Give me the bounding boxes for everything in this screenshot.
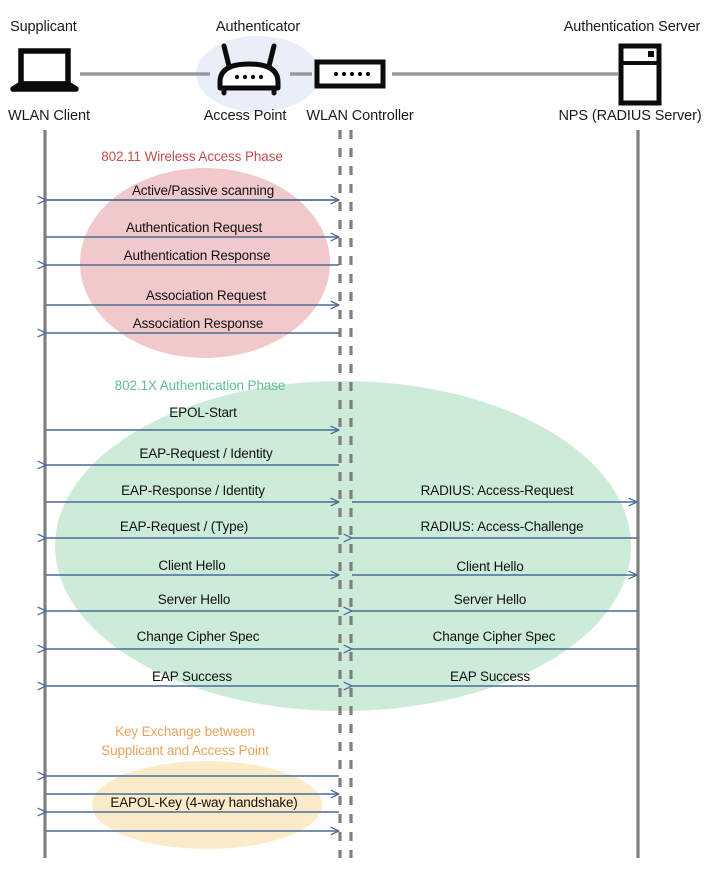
msg-label-radius-access-request: RADIUS: Access-Request [420, 483, 574, 498]
phase-label-wireless-access: 802.11 Wireless Access Phase [101, 149, 283, 164]
msg-label-radius-access-challenge: RADIUS: Access-Challenge [420, 519, 584, 534]
actor-role-supplicant: Supplicant [10, 19, 77, 35]
phase-label-dot1x-authentication: 802.1X Authentication Phase [114, 378, 286, 393]
phase-label-key-exchange-line2: Supplicant and Access Point [101, 743, 269, 758]
actor-device-wlan-client: WLAN Client [8, 108, 90, 124]
actor-role-authentication-server: Authentication Server [563, 19, 701, 35]
actor-device-access-point: Access Point [203, 108, 287, 124]
phase-ellipse-key-exchange [92, 761, 322, 849]
msg-label-client-hello-right: Client Hello [456, 559, 524, 574]
msg-label-change-cipher-spec-left: Change Cipher Spec [136, 629, 260, 644]
msg-label-authentication-request: Authentication Request [125, 220, 263, 235]
msg-label-eap-success-left: EAP Success [152, 669, 232, 684]
msg-label-eapol-start: EPOL-Start [169, 405, 237, 420]
phase-label-key-exchange-line1: Key Exchange between [115, 724, 255, 739]
msg-label-eap-response-identity: EAP-Response / Identity [121, 483, 265, 498]
actor-device-nps-radius-server: NPS (RADIUS Server) [558, 108, 702, 124]
wlan-controller-icon [314, 59, 386, 89]
phase-ellipse-dot1x-authentication [55, 381, 631, 711]
msg-label-eapol-key-handshake: EAPOL-Key (4-way handshake) [110, 795, 298, 810]
msg-label-authentication-response: Authentication Response [123, 248, 271, 263]
msg-label-server-hello-right: Server Hello [453, 592, 527, 607]
actor-role-authenticator: Authenticator [215, 19, 301, 35]
server-icon [618, 43, 662, 106]
access-point-icon [217, 43, 281, 96]
msg-label-eap-request-type: EAP-Request / (Type) [119, 519, 249, 534]
msg-label-eap-request-identity: EAP-Request / Identity [139, 446, 273, 461]
msg-label-client-hello-left: Client Hello [158, 558, 226, 573]
msg-label-association-request: Association Request [145, 288, 267, 303]
msg-label-server-hello-left: Server Hello [157, 592, 231, 607]
msg-label-eap-success-right: EAP Success [450, 669, 530, 684]
msg-label-association-response: Association Response [132, 316, 264, 331]
msg-label-change-cipher-spec-right: Change Cipher Spec [432, 629, 556, 644]
laptop-icon [10, 48, 79, 92]
actor-device-wlan-controller: WLAN Controller [306, 108, 414, 124]
phase-ellipse-wireless-access [80, 168, 330, 358]
msg-label-active-passive-scanning: Active/Passive scanning [131, 183, 275, 198]
